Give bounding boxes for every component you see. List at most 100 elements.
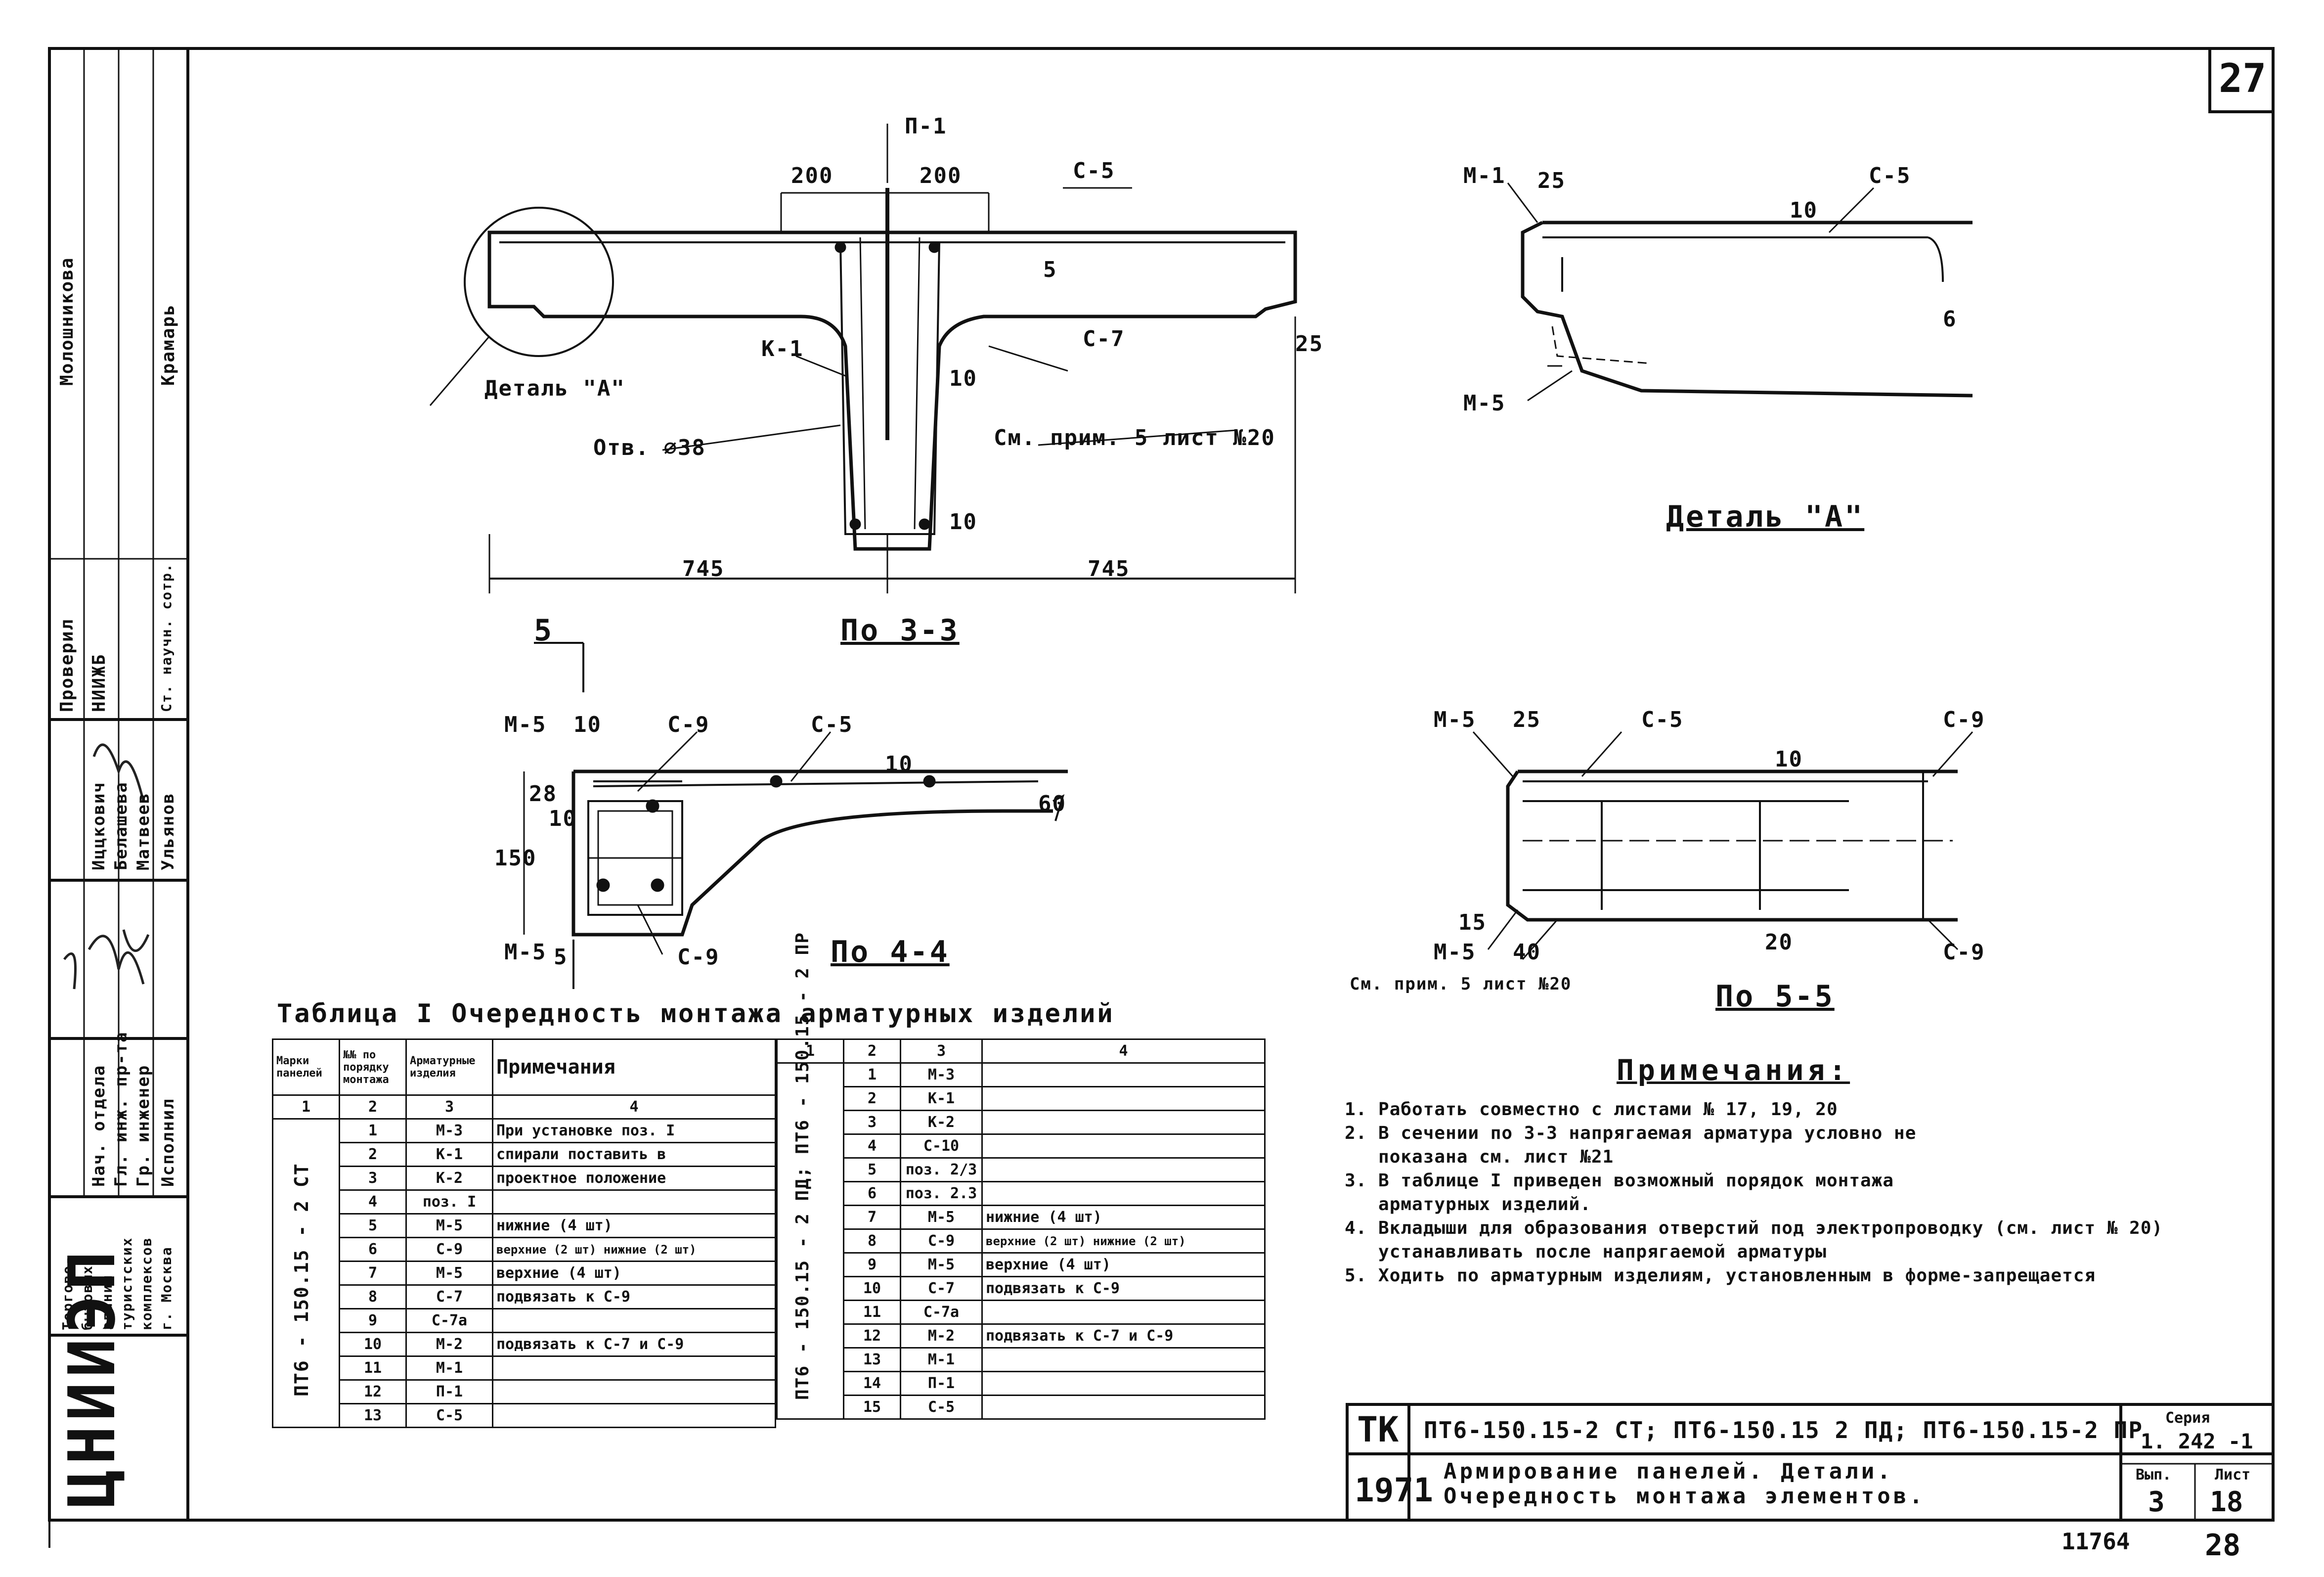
row-note: нижние (4 шт): [981, 1205, 1266, 1230]
section-33-drawing: [429, 124, 1297, 593]
row-item: С-5: [405, 1403, 493, 1428]
dim-25: 25: [1295, 331, 1323, 357]
colnum-1: 1: [272, 1094, 340, 1120]
row-note: верхние (2 шт) нижние (2 шт): [492, 1237, 776, 1262]
row-num: 3: [339, 1166, 407, 1191]
row-item: К-2: [900, 1110, 983, 1135]
row-item: М-5: [405, 1213, 493, 1238]
title-marks: ПТ6-150.15-2 СТ; ПТ6-150.15 2 ПД; ПТ6-15…: [1424, 1417, 2144, 1443]
table-title: Таблица I Очередность монтажа арматурных…: [277, 999, 1115, 1029]
cut-mark-5: 5: [534, 613, 553, 648]
row-note: [981, 1062, 1266, 1087]
table-row: ПТ6 - 150.15 - 2 СТ 1 М-3 При установке …: [272, 1118, 776, 1428]
title-line2: Очередность монтажа элементов.: [1444, 1484, 1926, 1509]
s55-label-c9-bottom: С-9: [1943, 940, 1985, 965]
dim-10-b: 10: [949, 509, 977, 535]
row-num: 11: [339, 1355, 407, 1381]
label-detail-a-ref: Деталь "А": [484, 376, 625, 401]
detail-a-dim-6: 6: [1943, 307, 1957, 332]
row-num: 6: [843, 1181, 901, 1206]
note-line: 4. Вкладыши для образования отверстий по…: [1345, 1218, 2163, 1238]
s55-dim-20: 20: [1765, 930, 1793, 955]
row-note: [981, 1157, 1266, 1182]
row-num: 7: [339, 1261, 407, 1286]
check-org: НИИЖБ: [89, 653, 109, 712]
row-note: подвязать к С-7 и С-9: [492, 1332, 776, 1357]
row-item: М-3: [405, 1118, 493, 1143]
table-row: ПТ6 - 150.15 - 2 ПД; ПТ6 - 150.15 - 2 ПР…: [776, 932, 1266, 1420]
label-p1: П-1: [905, 114, 947, 139]
stamp-number: 11764: [2061, 1528, 2130, 1555]
note-line: устанавливать после напрягаемой арматуры: [1345, 1242, 1827, 1262]
title-line1: Армирование панелей. Детали.: [1444, 1459, 1893, 1484]
name-4: Ульянов: [158, 792, 178, 870]
dim-745-right: 745: [1088, 556, 1130, 582]
row-num: 10: [843, 1276, 901, 1301]
row-num: 2: [843, 1086, 901, 1111]
s44-dim-5: 5: [554, 945, 568, 970]
s55-label-c9-top: С-9: [1943, 707, 1985, 732]
row-item: М-5: [900, 1252, 983, 1277]
row-item: поз. 2.3: [900, 1181, 983, 1206]
name-1: Иццкович: [89, 781, 109, 870]
row-item: М-2: [405, 1332, 493, 1357]
row-num: 5: [339, 1213, 407, 1238]
row-item: С-10: [900, 1133, 983, 1159]
org-text-5: комплексов: [138, 1237, 155, 1330]
caption-detail-a: Деталь "А": [1666, 499, 1865, 534]
row-note: подвязать к С-7 и С-9: [981, 1323, 1266, 1349]
title-block: [1346, 1403, 2275, 1522]
colnum-4: 4: [492, 1094, 776, 1120]
sheet-frame: [48, 47, 2275, 1522]
s55-label-m5-bottom: М-5: [1434, 940, 1476, 965]
r-colnum-3: 3: [900, 1038, 983, 1064]
row-num: 7: [843, 1205, 901, 1230]
dim-200-right: 200: [920, 163, 962, 188]
row-num: 1: [339, 1118, 407, 1143]
s44-dim-150: 150: [494, 846, 537, 871]
role-4: Исполнил: [158, 1098, 178, 1187]
row-note: [981, 1300, 1266, 1325]
s44-dim-10-mid: 10: [549, 806, 577, 831]
row-num: 9: [339, 1308, 407, 1333]
row-num: 8: [339, 1284, 407, 1309]
title-year: 1971: [1355, 1471, 1433, 1509]
dim-10-a: 10: [949, 366, 977, 391]
row-note: подвязать к С-9: [981, 1276, 1266, 1301]
row-item: С-7: [405, 1284, 493, 1309]
caption-section-33: По 3-3: [840, 613, 960, 648]
sheet-value: 18: [2210, 1486, 2243, 1518]
check-label: Проверил: [57, 618, 77, 712]
r-colnum-1: 1: [776, 1038, 844, 1064]
th-num: №№ по порядку монтажа: [339, 1038, 407, 1096]
row-item: М-3: [900, 1062, 983, 1087]
note-line: 5. Ходить по арматурным изделиям, устано…: [1345, 1265, 2096, 1286]
row-note: [981, 1133, 1266, 1159]
note-line: 3. В таблице I приведен возможный порядо…: [1345, 1171, 1894, 1191]
sheet-label: Лист: [2215, 1466, 2251, 1484]
row-num: 4: [843, 1133, 901, 1159]
caption-section-55: По 5-5: [1715, 979, 1835, 1014]
table-right: 1 2 3 4 ПТ6 - 150.15 - 2 ПД; ПТ6 - 150.1…: [776, 932, 1266, 1420]
section-44-drawing: [523, 642, 1068, 989]
right-mark: ПТ6 - 150.15 - 2 ПД; ПТ6 - 150.15 - 2 ПР: [792, 932, 813, 1400]
row-note: подвязать к С-9: [492, 1284, 776, 1309]
org-text-1: Торгово-: [59, 1256, 76, 1330]
r-colnum-4: 4: [981, 1038, 1266, 1064]
